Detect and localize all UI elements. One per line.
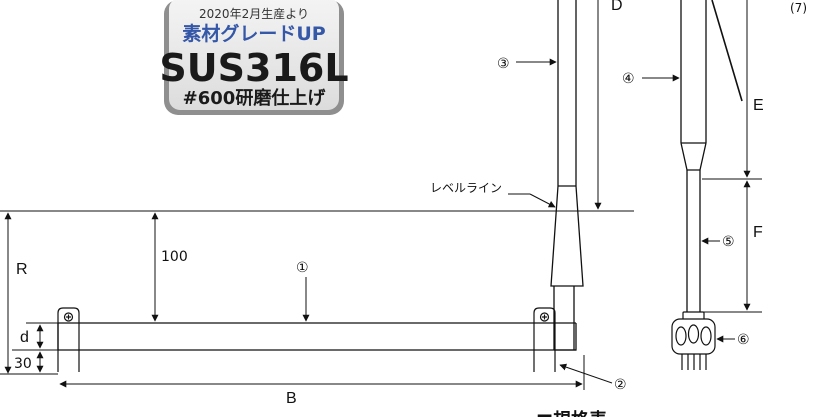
level-line-leader-arrow bbox=[529, 193, 556, 208]
label-F: F bbox=[753, 224, 763, 241]
callout-3: ③ bbox=[497, 56, 510, 72]
label-100: 100 bbox=[161, 249, 188, 265]
section-title: ■規格表 bbox=[536, 409, 608, 417]
label-B: B bbox=[286, 390, 297, 407]
callout-1: ① bbox=[296, 260, 309, 276]
right-bracket bbox=[533, 307, 556, 372]
material-badge: 2020年2月生産より 素材グレードUP SUS316L #600研磨仕上げ bbox=[159, 0, 349, 115]
label-30: 30 bbox=[14, 356, 32, 372]
badge-production-date: 2020年2月生産より bbox=[199, 6, 309, 21]
left-bracket bbox=[57, 307, 80, 372]
diagonal-leader bbox=[711, 0, 743, 102]
connector-head bbox=[671, 311, 716, 370]
label-top-right: (7) bbox=[790, 1, 807, 15]
callout-5: ⑤ bbox=[722, 234, 735, 250]
label-E: E bbox=[753, 97, 764, 114]
callout-2: ② bbox=[614, 377, 627, 393]
vertical-tube bbox=[550, 0, 584, 351]
badge-material: SUS316L bbox=[159, 46, 348, 90]
level-line-label: レベルライン bbox=[430, 181, 502, 195]
callout-4: ④ bbox=[622, 71, 635, 87]
label-D: D bbox=[611, 0, 623, 14]
side-view-tube bbox=[680, 0, 707, 318]
callout-6: ⑥ bbox=[737, 332, 750, 348]
label-d: d bbox=[20, 329, 29, 346]
label-R: R bbox=[16, 261, 28, 278]
callout-2-arrow bbox=[559, 363, 613, 384]
badge-finish: #600研磨仕上げ bbox=[183, 87, 327, 109]
horizontal-tube bbox=[57, 322, 576, 351]
badge-grade-up: 素材グレードUP bbox=[182, 22, 325, 45]
